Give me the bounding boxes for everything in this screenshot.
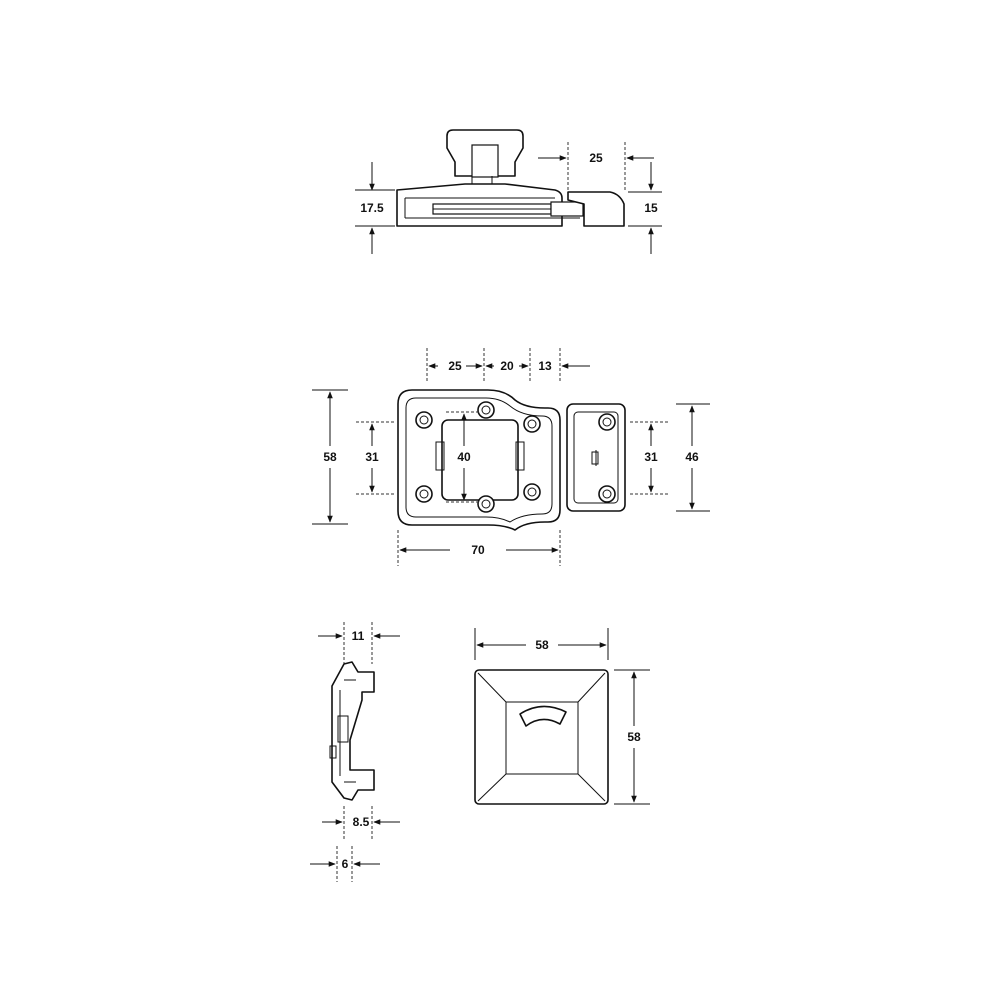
front-view-lock-inner (405, 397, 553, 523)
indicator-view-window (519, 705, 567, 727)
front-view-dim-width: 70 (471, 543, 485, 557)
front-view-screw-2 (477, 401, 495, 419)
top-view-dim-right-height: 15 (644, 201, 658, 215)
front-view-dim-b: 20 (500, 359, 514, 373)
front-view-screw-3 (523, 415, 541, 433)
side-view-body (331, 661, 375, 801)
top-view-dim-width: 25 (589, 151, 603, 165)
front-view-strike-screw-1 (598, 413, 616, 431)
front-view-center-square (441, 419, 519, 501)
side-view-dim-mid: 8.5 (353, 815, 370, 829)
front-view: 25 20 13 58 (312, 348, 710, 566)
indicator-view: 58 58 (474, 628, 650, 805)
front-view-dim-outer-height: 58 (323, 450, 337, 464)
side-view: 11 8.5 6 (310, 622, 400, 882)
top-view-dim-left-height: 17.5 (360, 201, 384, 215)
top-view-strike (567, 191, 625, 227)
indicator-view-plate (474, 669, 609, 805)
front-view-dim-a: 25 (448, 359, 462, 373)
front-view-dim-inner-right: 31 (644, 450, 658, 464)
front-view-screw-6 (523, 483, 541, 501)
indicator-view-dim-height: 58 (627, 730, 641, 744)
top-view: 17.5 25 15 (355, 129, 662, 254)
front-view-dim-inner-square: 40 (457, 450, 471, 464)
side-view-dim-top: 11 (352, 629, 365, 643)
side-view-dim-bottom: 6 (342, 857, 349, 871)
front-view-dim-strike-height: 46 (685, 450, 699, 464)
front-view-dim-inner-left: 31 (365, 450, 379, 464)
front-view-strike-screw-2 (598, 485, 616, 503)
top-view-knob-stem (471, 144, 499, 178)
front-view-screw-1 (415, 411, 433, 429)
front-view-screw-4 (415, 485, 433, 503)
front-view-screw-5 (477, 495, 495, 513)
indicator-view-dim-width: 58 (535, 638, 549, 652)
top-view-bolt-tip (550, 201, 584, 217)
front-view-dim-c: 13 (538, 359, 552, 373)
